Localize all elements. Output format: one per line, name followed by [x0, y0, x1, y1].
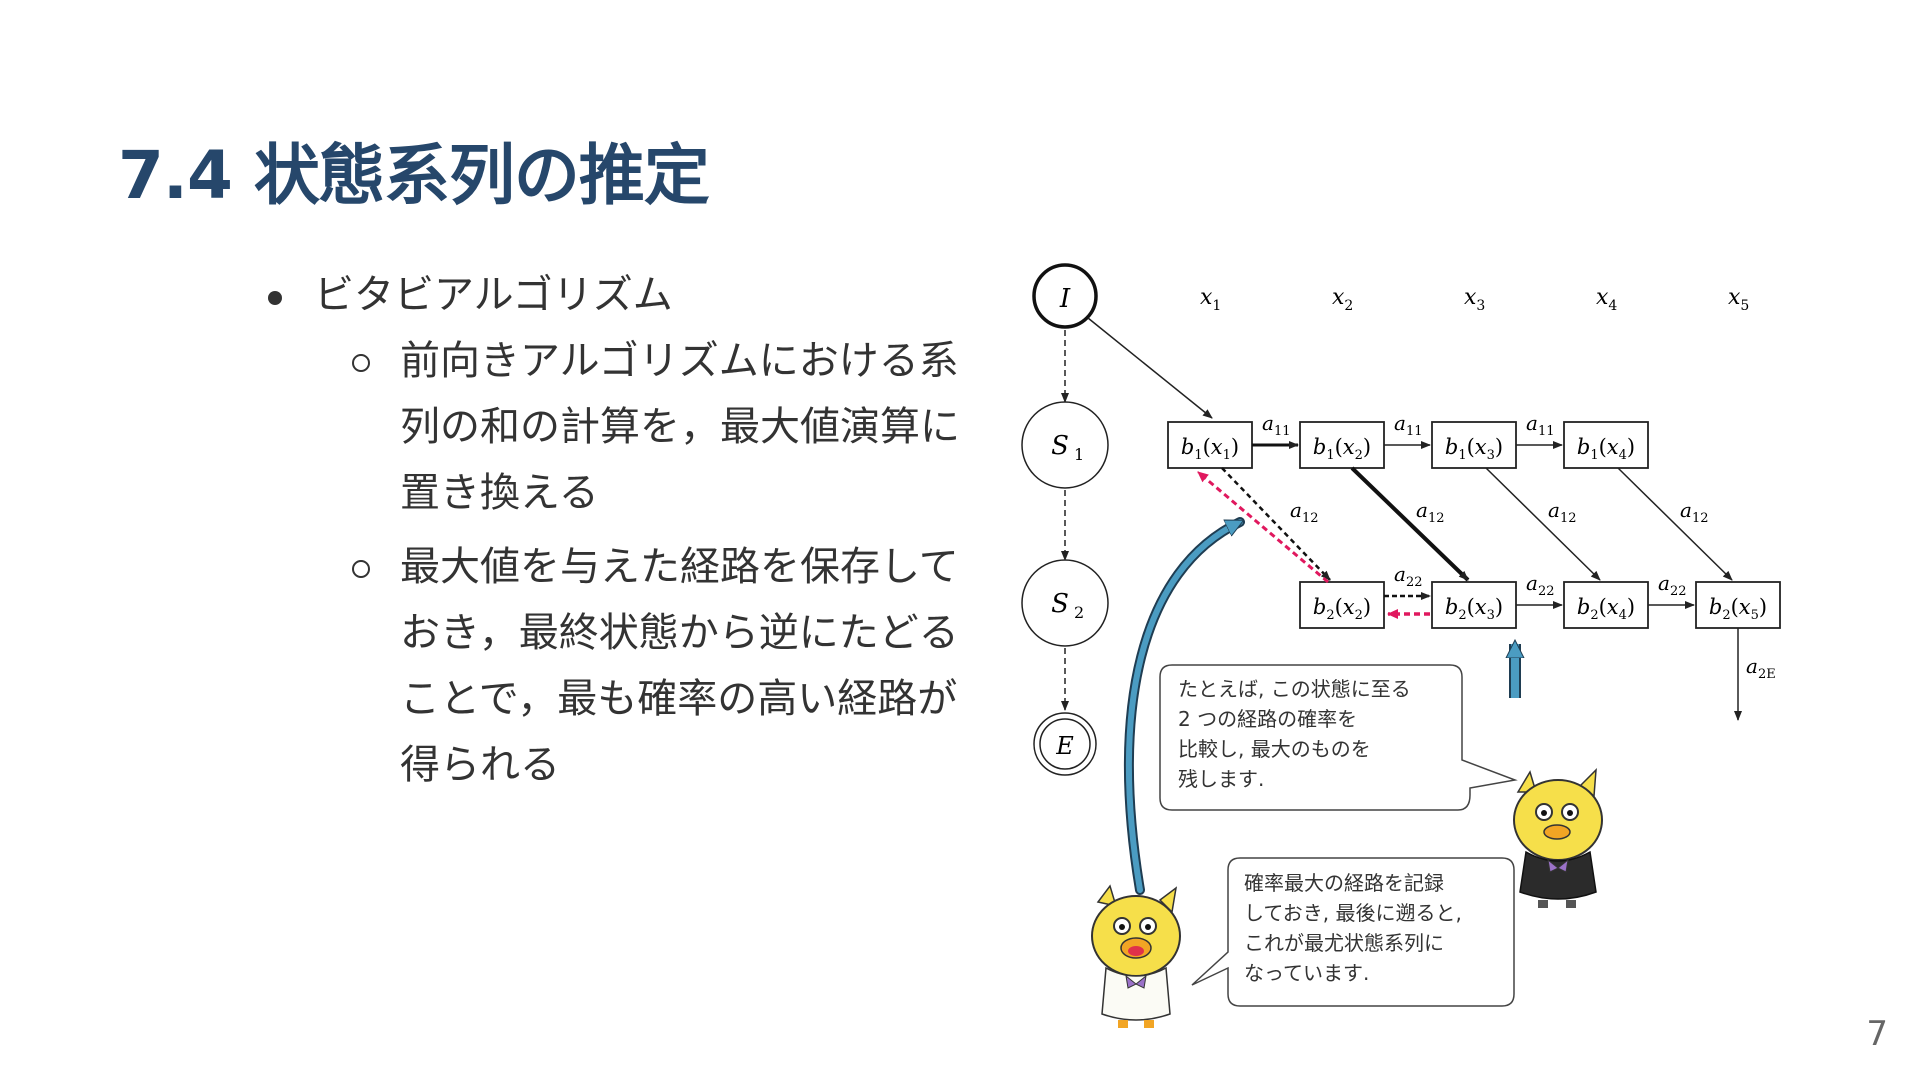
- label-a12-1: a12: [1290, 498, 1318, 526]
- label-a12-3: a12: [1548, 498, 1576, 526]
- mascot-bird-right-icon: [1513, 768, 1603, 908]
- state2-observation-boxes: b2(x2) b2(x3) b2(x4) b2(x5): [1299, 581, 1781, 629]
- label-a22-2: a22: [1526, 571, 1554, 599]
- svg-text:b1(x3): b1(x3): [1445, 435, 1503, 463]
- bubble-backtrack-line-2: しておき, 最後に遡ると,: [1244, 901, 1462, 925]
- bubble-backtrack-line-3: これが最尤状態系列に: [1244, 931, 1444, 955]
- label-a12-4: a12: [1680, 498, 1708, 526]
- sub-bullet-backtrack: 最大値を与えた経路を保存しておき，最終状態から逆にたどることで，最も確率の高い経…: [352, 534, 982, 798]
- initial-state: I: [1032, 263, 1098, 329]
- state-s2: S 2: [1021, 559, 1109, 647]
- bullet-list: ビタビアルゴリズム 前向きアルゴリズムにおける系列の和の計算を，最大値演算に置き…: [262, 262, 982, 798]
- observation-labels: x1 x2 x3 x4 x5: [1200, 285, 1749, 314]
- obs-x5: x5: [1728, 285, 1749, 314]
- svg-text:b1(x2): b1(x2): [1313, 435, 1371, 463]
- bubble-compare-line-4: 残します.: [1178, 767, 1264, 791]
- speech-bubble-compare: たとえば, この状態に至る 2 つの経路の確率を 比較し, 最大のものを 残しま…: [1159, 664, 1518, 811]
- state1-observation-boxes: b1(x1) b1(x2) b1(x3) b1(x4): [1167, 421, 1649, 469]
- bubble-compare-line-2: 2 つの経路の確率を: [1178, 707, 1357, 731]
- speech-bubble-backtrack: 確率最大の経路を記録 しておき, 最後に遡ると, これが最尤状態系列に なってい…: [1191, 857, 1515, 1007]
- bubble-compare-line-3: 比較し, 最大のものを: [1178, 737, 1371, 761]
- label-a12-2: a12: [1416, 498, 1444, 526]
- bubble-backtrack-line-4: なっています.: [1244, 961, 1369, 985]
- svg-text:b1(x1): b1(x1): [1181, 435, 1239, 463]
- box-b1-x3: b1(x3): [1431, 421, 1517, 469]
- sub-bullet-max-operation: 前向きアルゴリズムにおける系列の和の計算を，最大値演算に置き換える: [352, 328, 982, 526]
- svg-text:b1(x4): b1(x4): [1577, 435, 1635, 463]
- mascot-bird-left-icon: [1091, 884, 1181, 1028]
- bullet-viterbi: ビタビアルゴリズム: [262, 262, 982, 328]
- bubble-backtrack-line-1: 確率最大の経路を記録: [1244, 871, 1444, 895]
- end-state-label: E: [1055, 732, 1074, 760]
- state-s1-subscript: 1: [1074, 445, 1084, 464]
- label-a22-1: a22: [1394, 562, 1422, 590]
- state-column: I S 1 S 2 E: [1021, 263, 1109, 776]
- obs-x4: x4: [1596, 285, 1617, 314]
- state-s2-subscript: 2: [1074, 603, 1084, 622]
- svg-text:b2(x2): b2(x2): [1313, 595, 1371, 623]
- box-b1-x1: b1(x1): [1167, 421, 1253, 469]
- label-a2E: a2E: [1746, 654, 1776, 682]
- state-s2-label: S: [1051, 589, 1069, 619]
- box-b2-x3: b2(x3): [1431, 581, 1517, 629]
- slide-title: 7.4 状態系列の推定: [118, 137, 710, 214]
- label-a22-3: a22: [1658, 571, 1686, 599]
- viterbi-trellis-diagram: I S 1 S 2 E x1 x2 x3: [1021, 263, 1781, 1028]
- svg-text:b2(x5): b2(x5): [1709, 595, 1767, 623]
- box-b2-x5: b2(x5): [1695, 581, 1781, 629]
- initial-state-label: I: [1059, 284, 1071, 314]
- obs-x1: x1: [1200, 285, 1221, 314]
- obs-x2: x2: [1332, 285, 1353, 314]
- svg-text:b2(x4): b2(x4): [1577, 595, 1635, 623]
- box-b2-x2: b2(x2): [1299, 581, 1385, 629]
- box-b1-x4: b1(x4): [1563, 421, 1649, 469]
- obs-x3: x3: [1464, 285, 1485, 314]
- bubble-compare-line-1: たとえば, この状態に至る: [1178, 677, 1411, 701]
- state-s1-label: S: [1051, 431, 1069, 461]
- end-state: E: [1033, 712, 1097, 776]
- label-a11-2: a11: [1394, 411, 1422, 439]
- page-number: 7: [1866, 1014, 1888, 1054]
- state-s1: S 1: [1021, 401, 1109, 489]
- label-a11-1: a11: [1262, 411, 1290, 439]
- box-b2-x4: b2(x4): [1563, 581, 1649, 629]
- box-b1-x2: b1(x2): [1299, 421, 1385, 469]
- svg-text:b2(x3): b2(x3): [1445, 595, 1503, 623]
- label-a11-3: a11: [1526, 411, 1554, 439]
